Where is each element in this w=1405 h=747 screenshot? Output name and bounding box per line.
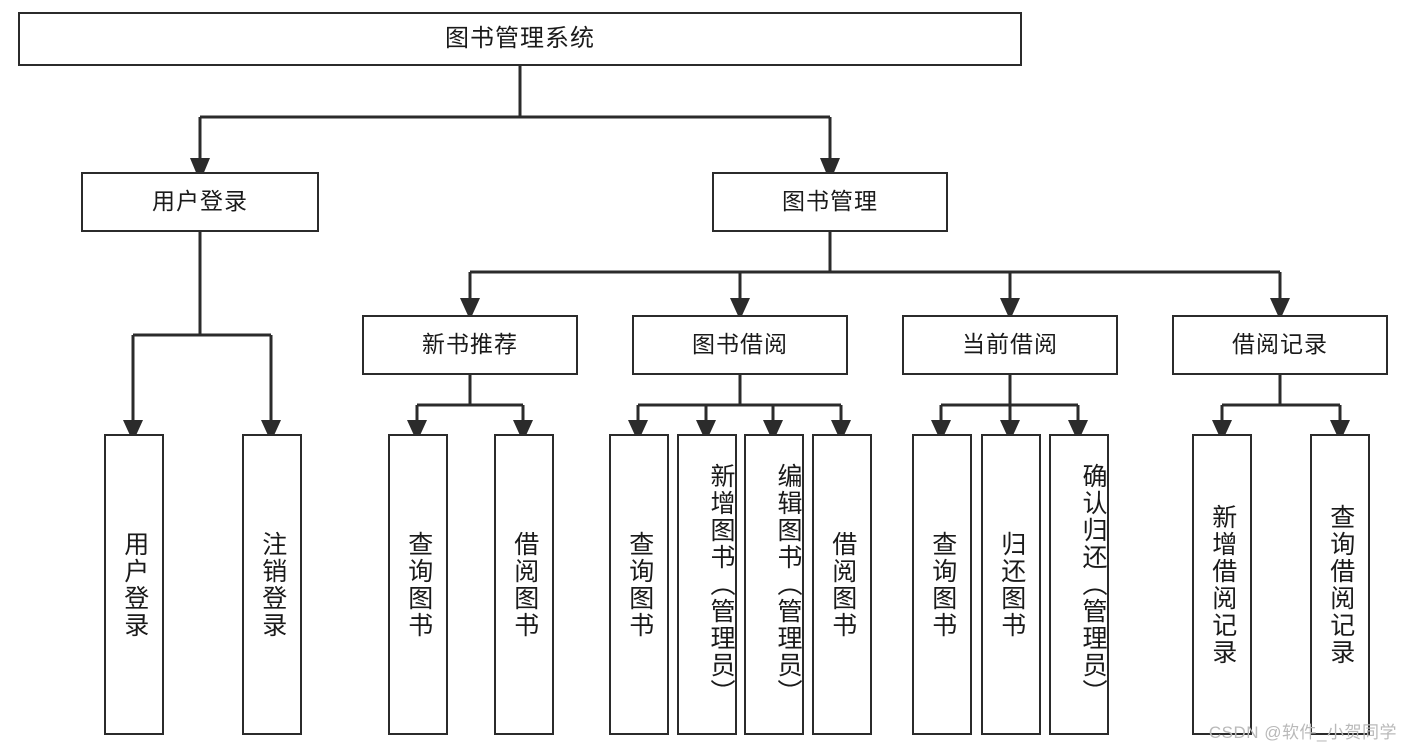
node-book-manage-label: 图书管理 — [782, 188, 878, 215]
leaf-confirm-return-label: 确认归还（管理员） — [1079, 463, 1107, 706]
node-user-login[interactable]: 用户登录 — [81, 172, 319, 232]
node-borrow-record-label: 借阅记录 — [1232, 331, 1328, 358]
leaf-logout-label: 注销登录 — [258, 530, 287, 639]
leaf-add-record-label: 新增借阅记录 — [1208, 503, 1237, 666]
leaf-logout[interactable]: 注销登录 — [242, 434, 302, 735]
watermark: CSDN @软件_小贺同学 — [1208, 723, 1397, 742]
leaf-query-book-3-label: 查询图书 — [928, 530, 957, 639]
leaf-user-login-label: 用户登录 — [120, 530, 149, 639]
node-book-borrow-label: 图书借阅 — [692, 331, 788, 358]
node-new-book-recommend[interactable]: 新书推荐 — [362, 315, 578, 375]
node-root-label: 图书管理系统 — [445, 24, 595, 52]
node-current-borrow-label: 当前借阅 — [962, 331, 1058, 358]
node-book-borrow[interactable]: 图书借阅 — [632, 315, 848, 375]
leaf-query-record[interactable]: 查询借阅记录 — [1310, 434, 1370, 735]
leaf-borrow-book-1[interactable]: 借阅图书 — [494, 434, 554, 735]
leaf-query-record-label: 查询借阅记录 — [1326, 503, 1355, 666]
node-current-borrow[interactable]: 当前借阅 — [902, 315, 1118, 375]
leaf-return-book-label: 归还图书 — [997, 530, 1026, 639]
leaf-add-book-label: 新增图书（管理员） — [707, 463, 735, 706]
node-borrow-record[interactable]: 借阅记录 — [1172, 315, 1388, 375]
leaf-edit-book[interactable]: 编辑图书（管理员） — [744, 434, 804, 735]
leaf-add-record[interactable]: 新增借阅记录 — [1192, 434, 1252, 735]
leaf-borrow-book-1-label: 借阅图书 — [510, 530, 539, 639]
leaf-borrow-book-2-label: 借阅图书 — [828, 530, 857, 639]
leaf-user-login[interactable]: 用户登录 — [104, 434, 164, 735]
leaf-confirm-return[interactable]: 确认归还（管理员） — [1049, 434, 1109, 735]
leaf-add-book[interactable]: 新增图书（管理员） — [677, 434, 737, 735]
arrowheads — [123, 158, 1350, 442]
node-user-login-label: 用户登录 — [152, 188, 248, 215]
node-root[interactable]: 图书管理系统 — [18, 12, 1022, 66]
leaf-edit-book-label: 编辑图书（管理员） — [774, 463, 802, 706]
leaf-return-book[interactable]: 归还图书 — [981, 434, 1041, 735]
leaf-query-book-1[interactable]: 查询图书 — [388, 434, 448, 735]
leaf-query-book-1-label: 查询图书 — [404, 530, 433, 639]
leaf-borrow-book-2[interactable]: 借阅图书 — [812, 434, 872, 735]
leaf-query-book-2-label: 查询图书 — [625, 530, 654, 639]
node-new-book-recommend-label: 新书推荐 — [422, 331, 518, 358]
leaf-query-book-2[interactable]: 查询图书 — [609, 434, 669, 735]
node-book-manage[interactable]: 图书管理 — [712, 172, 948, 232]
leaf-query-book-3[interactable]: 查询图书 — [912, 434, 972, 735]
